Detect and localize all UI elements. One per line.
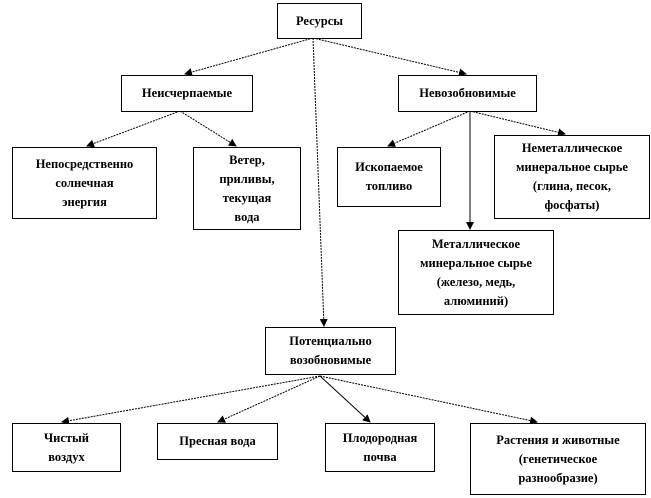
arrow-root-inexhaustible (184, 37, 314, 76)
node-potentially-renewable: Потенциально возобновимые (265, 327, 396, 375)
node-fertile-soil: Плодородная почва (325, 423, 435, 472)
node-fossil-fuel: Ископаемое топливо (337, 147, 441, 207)
node-metallic-minerals: Металлическое минеральное сырье (железо,… (398, 230, 554, 315)
arrow-root-renewable (312, 37, 328, 327)
arrow-renewable-soil (319, 375, 371, 423)
node-clean-air: Чистый воздух (12, 423, 121, 472)
node-nonrenewable: Невозобновимые (398, 75, 537, 112)
arrow-inexhaustible-solar (86, 110, 181, 148)
arrow-nonrenewable-nonmetal (469, 110, 566, 137)
node-resources: Ресурсы (277, 3, 362, 39)
arrow-renewable-water (217, 375, 321, 423)
arrow-renewable-air (61, 375, 321, 425)
arrow-root-nonrenewable (312, 37, 467, 77)
arrow-renewable-bio (319, 375, 538, 425)
node-fresh-water: Пресная вода (157, 423, 278, 460)
node-plants-animals: Растения и животные (генетическое разноо… (470, 423, 646, 495)
node-inexhaustible: Неисчерпаемые (121, 75, 253, 112)
node-wind-tides-water: Ветер, приливы, текущая вода (193, 147, 301, 230)
node-nonmetallic-minerals: Неметаллическое минеральное сырье (глина… (494, 135, 650, 219)
node-solar-energy: Непосредственно солнечная энергия (12, 147, 157, 219)
arrow-inexhaustible-wind (179, 110, 237, 147)
arrow-nonrenewable-fossil (387, 110, 471, 147)
